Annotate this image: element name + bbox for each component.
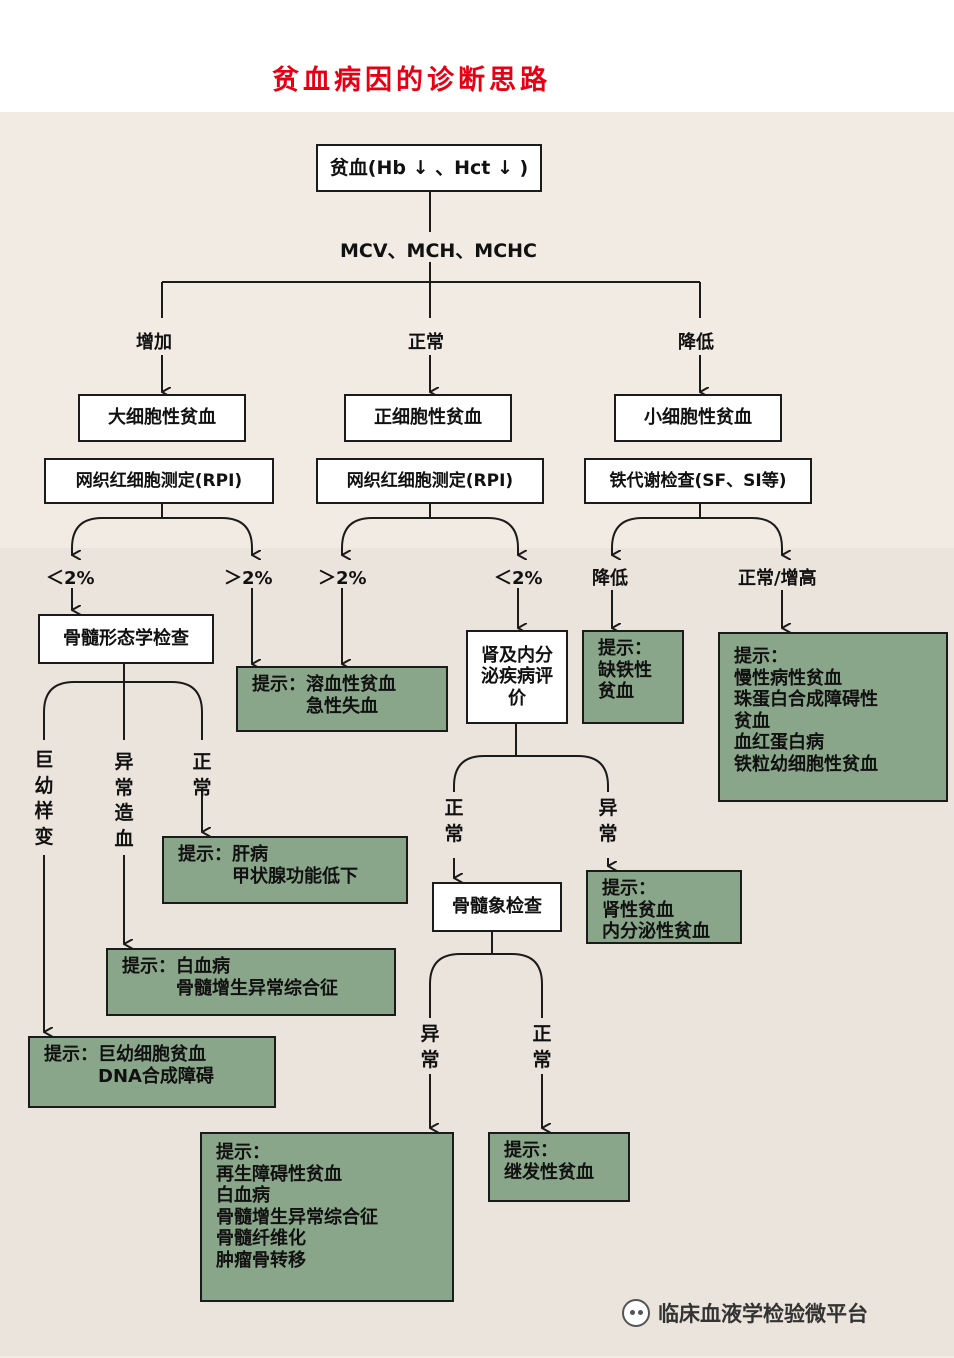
hint-line: 铁粒幼细胞性贫血 <box>734 753 878 775</box>
renal-endocrine-eval-box: 肾及内分泌疾病评价 <box>466 630 568 724</box>
hint-line: 慢性病性贫血 <box>734 667 842 689</box>
hint-label: 提示： <box>44 1044 98 1065</box>
hint-label: 提示： <box>598 638 652 659</box>
diagram-title: 贫血病因的诊断思路 <box>272 65 551 96</box>
hint-line: 贫血 <box>734 710 770 732</box>
hint-label: 提示： <box>602 878 656 899</box>
hint-line: 骨髓增生异常综合征 <box>176 977 338 999</box>
hint-line: 骨髓纤维化 <box>216 1228 306 1250</box>
rpi-lt2-middle-label: ＜2% <box>494 568 543 589</box>
iron-low-label: 降低 <box>592 568 628 589</box>
microcytic-anemia-box: 小细胞性贫血 <box>614 394 782 442</box>
hint-line: 骨髓增生异常综合征 <box>216 1206 378 1228</box>
hint-line: 溶血性贫血 <box>306 674 396 695</box>
marrow-exam-box: 骨髓象检查 <box>432 882 562 932</box>
hint-line: 血红蛋白病 <box>734 732 824 754</box>
hint-line: 肿瘤骨转移 <box>216 1249 306 1271</box>
hint-line: 珠蛋白合成障碍性 <box>734 689 878 711</box>
indices-label: MCV、MCH、MCHC <box>340 240 538 262</box>
wechat-icon <box>622 1299 650 1327</box>
branch-decrease-label: 降低 <box>678 332 714 353</box>
rpi-test-box-middle: 网织红细胞测定(RPI) <box>316 458 544 504</box>
branch-abnormal-hematopoiesis-label: 异常造血 <box>114 751 134 850</box>
hint-label: 提示： <box>504 1140 558 1161</box>
hint-chronic-disease-box: 提示： 慢性病性贫血 珠蛋白合成障碍性 贫血 血红蛋白病 铁粒幼细胞性贫血 <box>718 632 948 802</box>
rpi-test-box-left: 网织红细胞测定(RPI) <box>44 458 274 504</box>
hint-line: 甲状腺功能低下 <box>232 865 358 887</box>
hint-leukemia-mds-box: 提示： 白血病 骨髓增生异常综合征 <box>106 948 396 1016</box>
normocytic-anemia-box: 正细胞性贫血 <box>344 394 512 442</box>
rpi-gt2-left-label: ＞2% <box>224 568 273 589</box>
renal-normal-label: 正常 <box>444 797 464 845</box>
hint-line: 缺铁性 <box>598 659 652 681</box>
marrow-exam-normal-label: 正常 <box>532 1023 552 1071</box>
hint-line: 再生障碍性贫血 <box>216 1163 342 1185</box>
hint-label: 提示： <box>178 844 232 865</box>
renal-abnormal-label: 异常 <box>598 797 618 845</box>
hint-line: DNA合成障碍 <box>98 1065 214 1087</box>
hint-line: 继发性贫血 <box>504 1161 594 1183</box>
hint-renal-box: 提示： 肾性贫血 内分泌性贫血 <box>586 870 742 944</box>
branch-increase-label: 增加 <box>136 332 172 353</box>
branch-marrow-normal-label: 正常 <box>192 751 212 799</box>
marrow-morphology-box: 骨髓形态学检查 <box>38 614 214 664</box>
macrocytic-anemia-box: 大细胞性贫血 <box>78 394 246 442</box>
hint-line: 肾性贫血 <box>602 899 674 921</box>
iron-metabolism-test-box: 铁代谢检查(SF、SI等) <box>584 458 812 504</box>
hint-line: 贫血 <box>598 681 634 703</box>
watermark: 临床血液学检验微平台 <box>622 1298 868 1328</box>
hint-line: 急性失血 <box>306 695 378 717</box>
hint-line: 肝病 <box>232 844 268 865</box>
rpi-gt2-middle-label: ＞2% <box>318 568 367 589</box>
hint-label: 提示： <box>252 674 306 695</box>
hint-aplastic-box: 提示： 再生障碍性贫血 白血病 骨髓增生异常综合征 骨髓纤维化 肿瘤骨转移 <box>200 1132 454 1302</box>
hint-line: 巨幼细胞贫血 <box>98 1044 206 1065</box>
watermark-text: 临床血液学检验微平台 <box>658 1302 868 1326</box>
branch-normal-label: 正常 <box>408 332 444 353</box>
hint-megaloblastic-box: 提示： 巨幼细胞贫血 DNA合成障碍 <box>28 1036 276 1108</box>
hint-line: 白血病 <box>176 956 230 977</box>
hint-line: 白血病 <box>216 1185 270 1207</box>
hint-secondary-box: 提示： 继发性贫血 <box>488 1132 630 1202</box>
branch-megaloblastic-label: 巨幼样变 <box>34 749 54 848</box>
root-anemia-box: 贫血(Hb ↓ 、Hct ↓ ) <box>316 144 542 192</box>
hint-label: 提示： <box>216 1142 270 1163</box>
hint-liver-box: 提示： 肝病 甲状腺功能低下 <box>162 836 408 904</box>
marrow-exam-abnormal-label: 异常 <box>420 1023 440 1071</box>
iron-normal-high-label: 正常/增高 <box>738 568 817 589</box>
hint-label: 提示： <box>734 646 788 667</box>
hint-hemolytic-box: 提示： 溶血性贫血 急性失血 <box>236 666 448 732</box>
hint-label: 提示： <box>122 956 176 977</box>
hint-iron-deficiency-box: 提示： 缺铁性 贫血 <box>582 630 684 724</box>
hint-line: 内分泌性贫血 <box>602 921 710 943</box>
rpi-lt2-left-label: ＜2% <box>46 568 95 589</box>
